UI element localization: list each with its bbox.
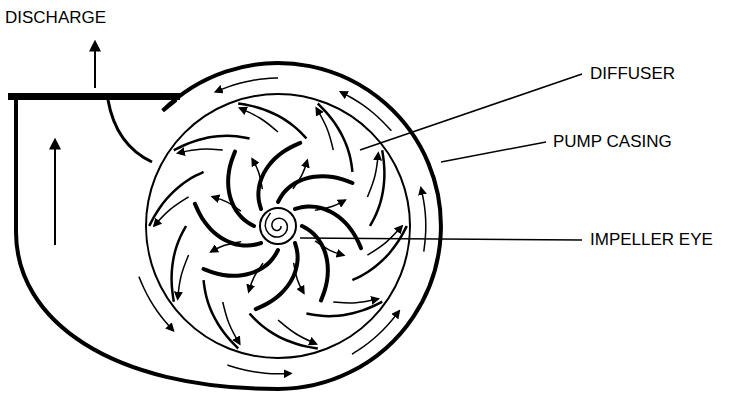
diffuser-vane (318, 104, 353, 172)
casing-tongue (108, 100, 152, 162)
eye-swirl (265, 213, 287, 237)
impeller-eye (260, 208, 296, 244)
flow-arrow (367, 226, 402, 255)
diffuser-vane (149, 172, 203, 226)
diffuser-ring (146, 94, 410, 358)
part-label: DISCHARGE (5, 8, 106, 28)
flow-arrow (54, 140, 56, 245)
flow-arrow (249, 263, 263, 292)
flow-arrow (352, 311, 399, 354)
flow-arrow (240, 108, 278, 132)
flow-arrow (421, 188, 426, 252)
flow-arrow (315, 241, 344, 255)
impeller-blade (278, 176, 352, 202)
flow-arrow (178, 149, 223, 153)
leader-line (360, 74, 582, 150)
generated-parts (139, 78, 426, 374)
flow-arrow (178, 255, 189, 299)
flow-arrow (315, 200, 345, 210)
part-label: DIFFUSER (590, 64, 675, 84)
part-label: IMPELLER EYE (590, 230, 713, 250)
impeller-blade (204, 250, 278, 276)
flow-arrow (333, 299, 378, 303)
flow-arrow (367, 153, 378, 197)
flow-arrow (294, 263, 304, 293)
flow-arrow (293, 160, 307, 189)
flow-arrow (94, 42, 96, 88)
flow-arrow (211, 242, 241, 252)
flow-arrow (316, 108, 333, 150)
diffuser-vane (204, 280, 239, 348)
leader-line (300, 238, 582, 240)
flow-arrow (154, 197, 189, 226)
flow-arrow (212, 197, 241, 211)
diffuser-vane (174, 136, 250, 150)
flow-arrow (223, 302, 240, 344)
diffuser-vane (238, 104, 306, 139)
pump-casing (16, 63, 441, 389)
flow-arrow (215, 78, 278, 92)
impeller-blade (295, 206, 361, 248)
flow-arrow (252, 159, 262, 189)
flow-arrow (341, 92, 392, 131)
leader-line (441, 142, 546, 162)
part-label: PUMP CASING (553, 132, 672, 152)
discharge-flange (8, 93, 180, 100)
diffuser-vane (250, 313, 318, 348)
flow-arrow (139, 277, 173, 331)
impeller-blade (228, 152, 254, 226)
flow-arrow (227, 365, 291, 374)
diffuser-vane (306, 302, 382, 316)
impeller-blade (302, 226, 328, 300)
diffuser-vane (352, 226, 406, 280)
flow-arrow (278, 320, 316, 344)
